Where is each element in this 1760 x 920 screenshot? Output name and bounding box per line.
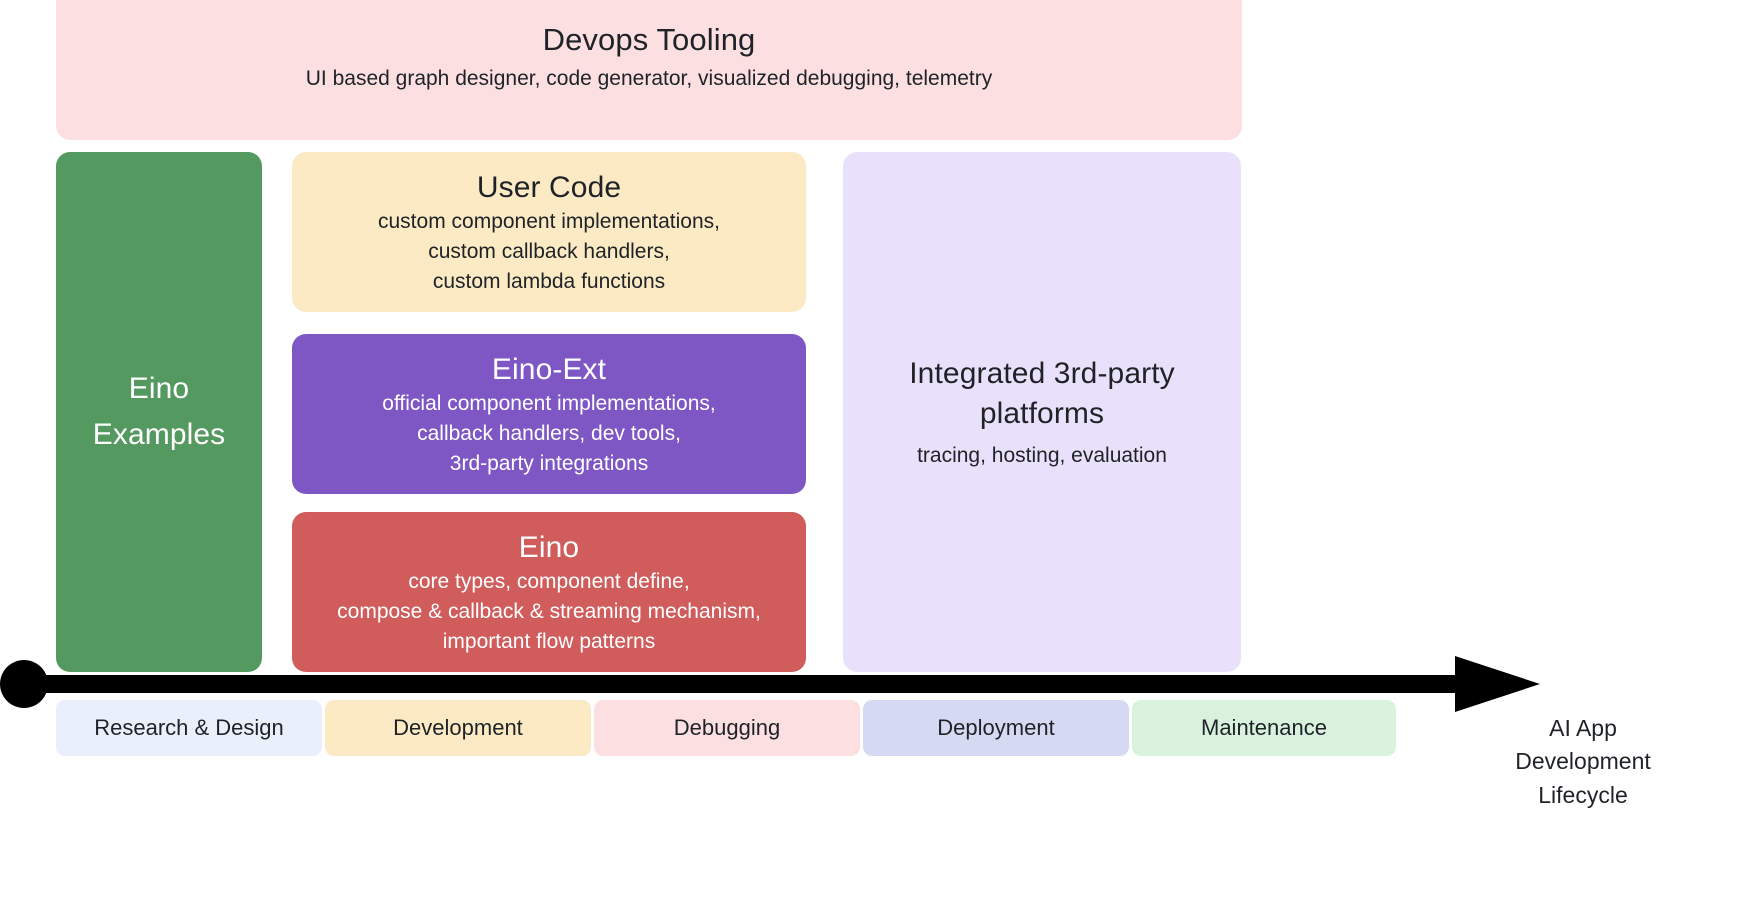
lifecycle-stage-debugging[interactable]: Debugging [594,700,860,756]
eino-ext-title: Eino-Ext [491,353,607,386]
devops-tooling-title: Devops Tooling [542,22,756,57]
lifecycle-stage-label: Deployment [937,715,1055,740]
lifecycle-caption: AI App Development Lifecycle [1515,715,1651,808]
eino-examples-title: Eino Examples [92,372,226,451]
lifecycle-stage-research-design[interactable]: Research & Design [56,700,322,756]
user-code-box: User Code custom component implementatio… [292,152,806,312]
eino-subtitle: core types, component define, compose & … [337,570,761,654]
third-party-title: Integrated 3rd-party platforms [909,356,1175,431]
devops-tooling-box: Devops Tooling UI based graph designer, … [56,0,1242,140]
eino-title: Eino [518,531,580,564]
eino-box: Eino core types, component define, compo… [292,512,806,672]
lifecycle-stage-maintenance[interactable]: Maintenance [1132,700,1396,756]
integrated-third-party-platforms-box: Integrated 3rd-party platforms tracing, … [843,152,1241,672]
user-code-subtitle: custom component implementations, custom… [378,210,720,294]
lifecycle-stage-development[interactable]: Development [325,700,591,756]
lifecycle-stage-label: Development [393,715,523,740]
lifecycle-stage-label: Research & Design [94,715,284,740]
lifecycle-stage-label: Maintenance [1201,715,1327,740]
eino-ext-box: Eino-Ext official component implementati… [292,334,806,494]
user-code-title: User Code [476,171,622,204]
eino-examples-box: Eino Examples [56,152,262,672]
lifecycle-stage-label: Debugging [673,715,781,740]
third-party-subtitle: tracing, hosting, evaluation [917,443,1167,467]
devops-tooling-subtitle: UI based graph designer, code generator,… [305,66,993,90]
lifecycle-stage-bar: Research & Design Development Debugging … [56,700,1396,756]
lifecycle-stage-deployment[interactable]: Deployment [863,700,1129,756]
eino-ext-subtitle: official component implementations, call… [382,392,716,476]
